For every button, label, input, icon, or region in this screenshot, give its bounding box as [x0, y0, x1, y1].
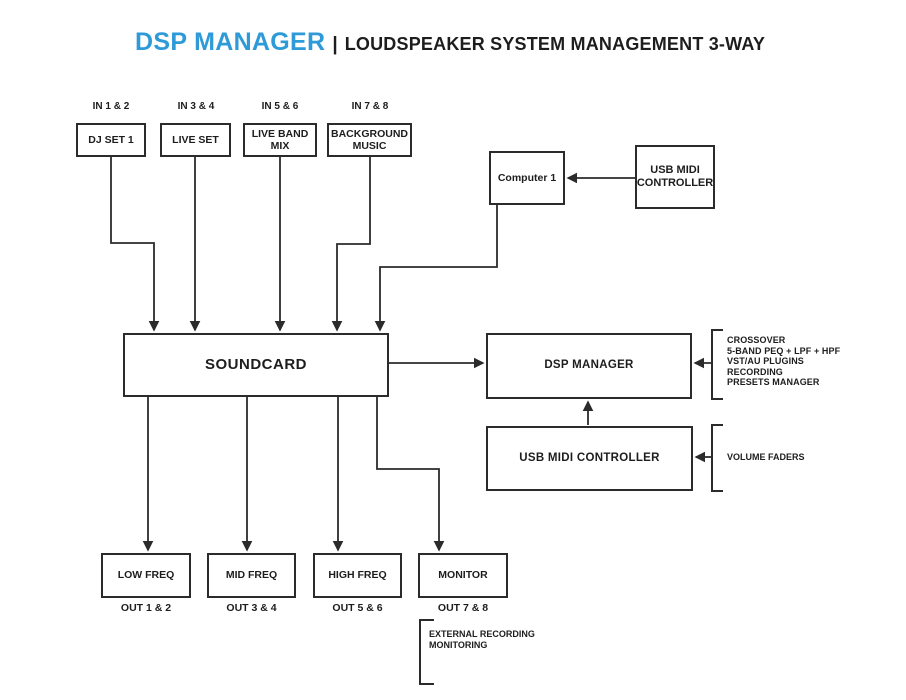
- port-label-out-1-2: OUT 1 & 2: [120, 602, 172, 614]
- node-monitor: MONITOR: [418, 553, 508, 598]
- node-usb-midi-controller-top: USB MIDI CONTROLLER: [635, 145, 715, 209]
- node-live-band-mix: LIVE BAND MIX: [243, 123, 317, 157]
- bracket-volume-faders: [711, 424, 723, 492]
- node-background-music: BACKGROUND MUSIC: [327, 123, 412, 157]
- title-subtitle: LOUDSPEAKER SYSTEM MANAGEMENT 3-WAY: [344, 34, 766, 54]
- dsp-feature-crossover: CROSSOVER: [727, 335, 786, 345]
- conn-soundcard-to-monitor: [376, 397, 445, 552]
- dsp-feature-recording: RECORDING: [727, 366, 783, 377]
- page-title: DSP MANAGER | LOUDSPEAKER SYSTEM MANAGEM…: [135, 28, 765, 57]
- annotation-volume-faders: VOLUME FADERS: [727, 452, 805, 462]
- node-dj-set-1: DJ SET 1: [76, 123, 146, 157]
- dsp-feature-peq: 5-BAND PEQ + LPF + HPF: [727, 345, 841, 356]
- node-dsp-manager: DSP MANAGER: [486, 333, 692, 399]
- title-brand: DSP MANAGER: [135, 28, 326, 56]
- bracket-external-recording: [419, 619, 434, 685]
- port-label-in-3-4: IN 3 & 4: [177, 101, 215, 112]
- title-separator: |: [332, 34, 338, 55]
- external-recording-line-2: MONITORING: [429, 640, 488, 650]
- conn-computer-to-soundcard: [374, 205, 498, 332]
- node-computer-1: Computer 1: [489, 151, 565, 205]
- node-high-freq: HIGH FREQ: [313, 553, 402, 598]
- port-label-out-7-8: OUT 7 & 8: [437, 602, 489, 614]
- conn-in12-to-soundcard: [110, 157, 160, 332]
- port-label-out-3-4: OUT 3 & 4: [226, 602, 277, 614]
- annotation-external-recording: EXTERNAL RECORDING MONITORING: [429, 629, 559, 651]
- port-label-in-1-2: IN 1 & 2: [92, 101, 130, 112]
- port-label-in-5-6: IN 5 & 6: [261, 101, 299, 112]
- dsp-feature-presets: PRESETS MANAGER: [727, 377, 820, 388]
- node-live-set: LIVE SET: [160, 123, 231, 157]
- external-recording-line-1: EXTERNAL RECORDING: [429, 629, 535, 639]
- node-usb-midi-controller-bottom: USB MIDI CONTROLLER: [486, 426, 693, 491]
- annotation-dsp-features: CROSSOVER 5-BAND PEQ + LPF + HPF VST/AU …: [727, 335, 906, 388]
- node-low-freq: LOW FREQ: [101, 553, 191, 598]
- dsp-feature-plugins: VST/AU PLUGINS: [727, 356, 804, 367]
- port-label-in-7-8: IN 7 & 8: [351, 101, 389, 112]
- bracket-dsp-features: [711, 329, 723, 400]
- conn-in78-to-soundcard: [331, 157, 371, 332]
- port-label-out-5-6: OUT 5 & 6: [332, 602, 383, 614]
- node-soundcard: SOUNDCARD: [123, 333, 389, 397]
- node-mid-freq: MID FREQ: [207, 553, 296, 598]
